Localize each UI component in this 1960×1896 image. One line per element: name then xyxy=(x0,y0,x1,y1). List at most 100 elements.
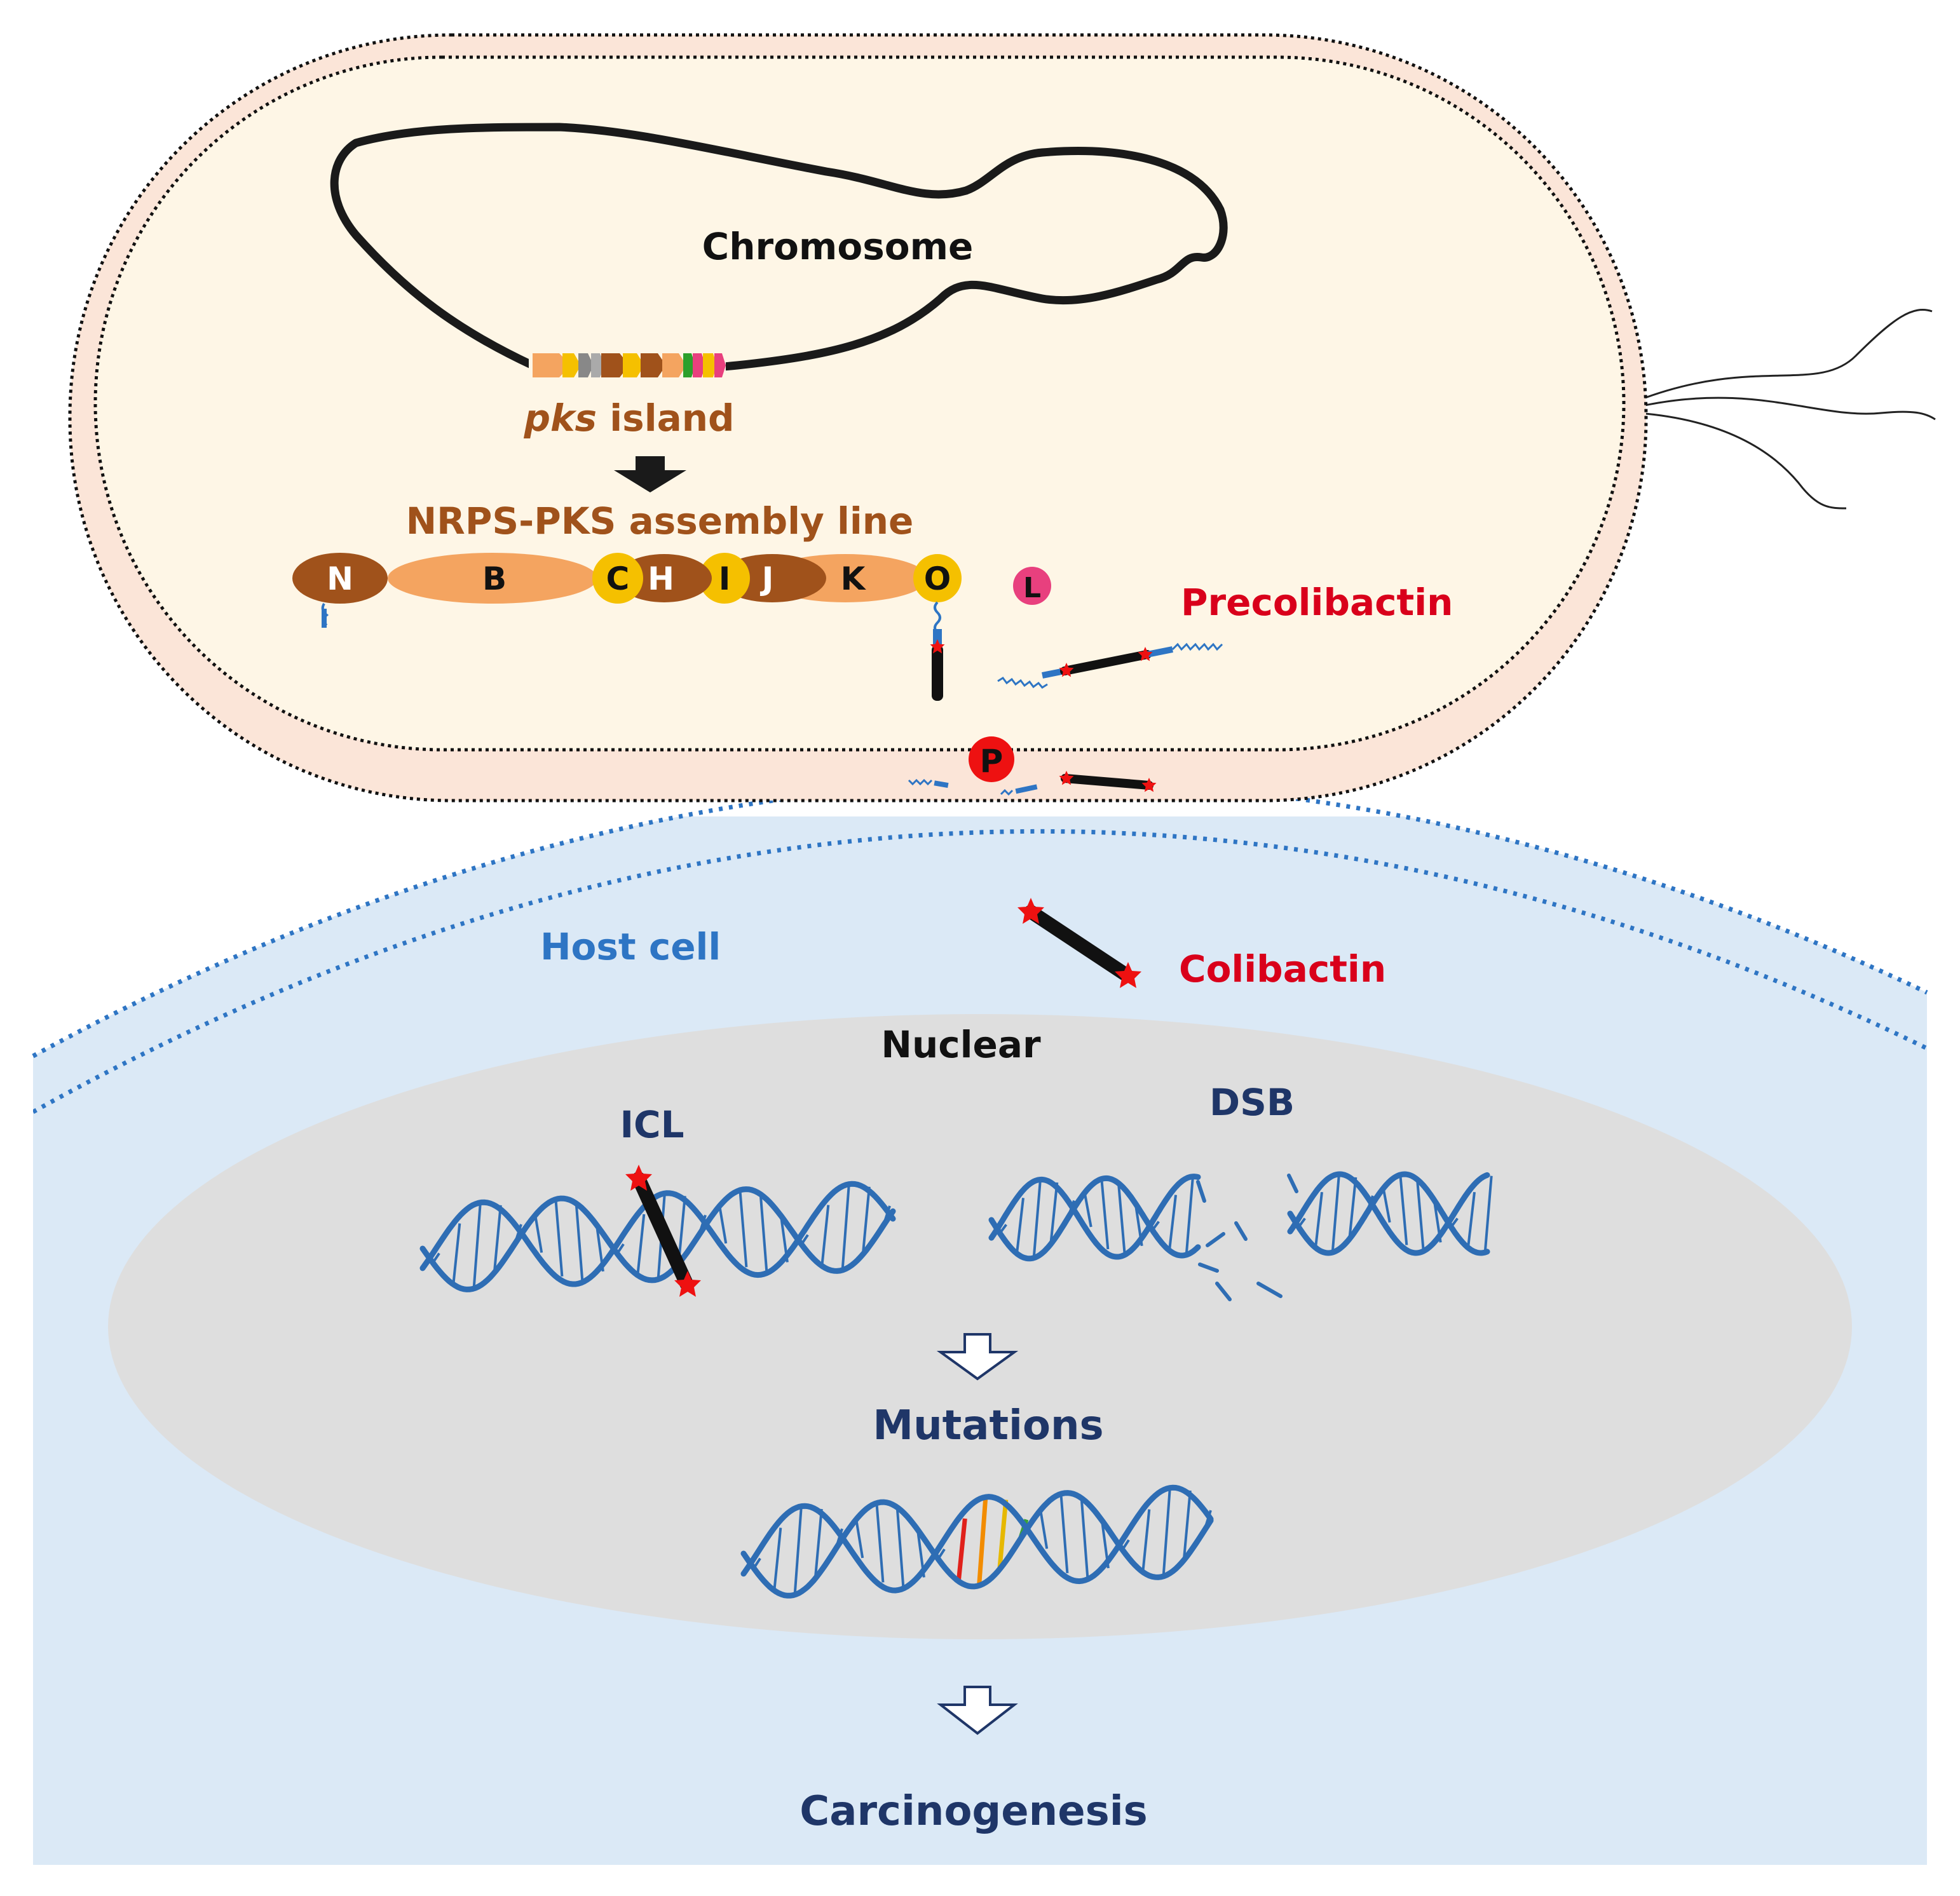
dna-base-pair xyxy=(1168,1195,1177,1251)
module-L-label: L xyxy=(1023,572,1041,604)
dna-strand xyxy=(1287,1171,1490,1256)
dna-base-pair xyxy=(895,1507,905,1590)
dna-base-pair xyxy=(773,1527,782,1591)
colibactin-molecule xyxy=(1024,905,1134,982)
dna-strand xyxy=(988,1175,1201,1262)
module-P xyxy=(969,736,1014,782)
icl-label: ICL xyxy=(620,1103,684,1146)
dna-base-pair xyxy=(855,1519,864,1559)
dna-base-pair xyxy=(1016,1198,1024,1254)
precolibactin-label: Precolibactin xyxy=(1181,581,1453,624)
n-tether xyxy=(322,609,327,628)
dna-base-pair xyxy=(493,1205,502,1273)
dna-base-pair xyxy=(759,1194,768,1275)
dna-base-pair xyxy=(1185,1178,1194,1256)
dna-base-pair xyxy=(718,1205,728,1244)
module-C-label: C xyxy=(606,560,630,597)
free-precolibactin xyxy=(997,642,1223,689)
dna-base-pair xyxy=(452,1223,461,1285)
dna-base-pair xyxy=(1032,1181,1042,1258)
dna-dsb-left xyxy=(988,1174,1201,1262)
chromosome-loop xyxy=(330,123,1228,374)
module-I xyxy=(699,553,750,604)
module-K-label: K xyxy=(841,560,867,597)
dna-icl xyxy=(419,1181,896,1292)
dna-base-pair xyxy=(1080,1498,1089,1581)
dna-base-pair xyxy=(1059,1493,1069,1574)
dna-base-pair xyxy=(1141,1509,1151,1573)
carcinogenesis-label: Carcinogenesis xyxy=(800,1788,1147,1835)
module-N xyxy=(292,553,388,604)
chromosome-label: Chromosome xyxy=(702,225,974,268)
dna-base-pair xyxy=(1039,1510,1049,1549)
down-arrow-icon xyxy=(614,456,686,492)
dna-base-pair xyxy=(575,1203,584,1284)
dna-base-pair xyxy=(738,1189,748,1268)
dna-base-pair xyxy=(875,1503,885,1583)
host-cell-label: Host cell xyxy=(540,925,721,968)
dna-base-pair xyxy=(1049,1182,1059,1245)
module-P-label: P xyxy=(980,743,1004,780)
dna-dsb-right xyxy=(1287,1171,1493,1256)
flagella xyxy=(1638,309,1936,510)
dna-strand xyxy=(419,1181,896,1287)
dna-strand xyxy=(740,1484,1214,1594)
dna-base-pair xyxy=(1117,1183,1126,1257)
dna-base-pair xyxy=(813,1508,823,1579)
dna-base-pair xyxy=(1314,1191,1323,1248)
dna-base-pair xyxy=(1467,1191,1476,1248)
dna-strand xyxy=(988,1174,1201,1260)
dna-base-pair xyxy=(1399,1174,1408,1245)
dna-base-pair xyxy=(861,1186,871,1255)
nuclear-label: Nuclear xyxy=(881,1023,1041,1066)
dna-base-pair xyxy=(1483,1175,1493,1253)
module-H-label: H xyxy=(648,560,674,597)
colibactin-label: Colibactin xyxy=(1179,947,1386,991)
module-N-label: N xyxy=(327,560,353,597)
dna-strand xyxy=(740,1490,1214,1599)
dna-base-pair xyxy=(1348,1177,1358,1240)
dna-base-pair xyxy=(956,1518,967,1582)
pks-island-label: pks island xyxy=(523,396,734,440)
dna-base-pair xyxy=(1100,1179,1110,1250)
nucleus xyxy=(108,1014,1852,1639)
module-O-label: O xyxy=(924,560,951,597)
dna-base-pair xyxy=(997,1500,1009,1570)
dna-base-pair xyxy=(1331,1175,1340,1253)
dna-mutations xyxy=(740,1484,1214,1599)
host-membrane-outer xyxy=(32,829,1928,1114)
module-H xyxy=(616,554,712,602)
dna-base-pair xyxy=(1416,1179,1425,1254)
dna-base-pair xyxy=(534,1215,543,1253)
dsb-break-fragments xyxy=(1196,1174,1298,1301)
dna-base-pair xyxy=(472,1204,482,1289)
icl-crosslink xyxy=(632,1172,693,1290)
dna-base-pair xyxy=(636,1214,646,1276)
dna-base-pair xyxy=(793,1508,803,1595)
arrow-to-mutations-icon xyxy=(936,1333,1019,1381)
arrow-to-carcinogenesis-icon xyxy=(937,1686,1018,1735)
dna-base-pair xyxy=(554,1199,564,1276)
module-C xyxy=(592,553,643,604)
dna-base-pair xyxy=(1083,1192,1092,1228)
pks-gene-cluster xyxy=(529,352,726,379)
dna-base-pair xyxy=(1182,1490,1192,1561)
dna-base-pair xyxy=(977,1499,988,1586)
module-B xyxy=(388,553,597,604)
dna-base-pair xyxy=(1382,1188,1391,1223)
dna-base-pair xyxy=(820,1205,830,1266)
dsb-label: DSB xyxy=(1209,1081,1295,1124)
module-L xyxy=(1013,567,1051,605)
mutations-label: Mutations xyxy=(873,1402,1103,1449)
bound-precolibactin xyxy=(932,645,943,701)
dna-strand xyxy=(1287,1171,1490,1256)
dna-strand xyxy=(419,1186,896,1292)
module-O xyxy=(913,554,962,602)
module-I-label: I xyxy=(719,560,731,597)
module-B-label: B xyxy=(482,560,507,597)
bacterium-inner-membrane xyxy=(93,55,1626,752)
exported-fragments xyxy=(908,771,1157,796)
dna-base-pair xyxy=(1162,1489,1171,1577)
